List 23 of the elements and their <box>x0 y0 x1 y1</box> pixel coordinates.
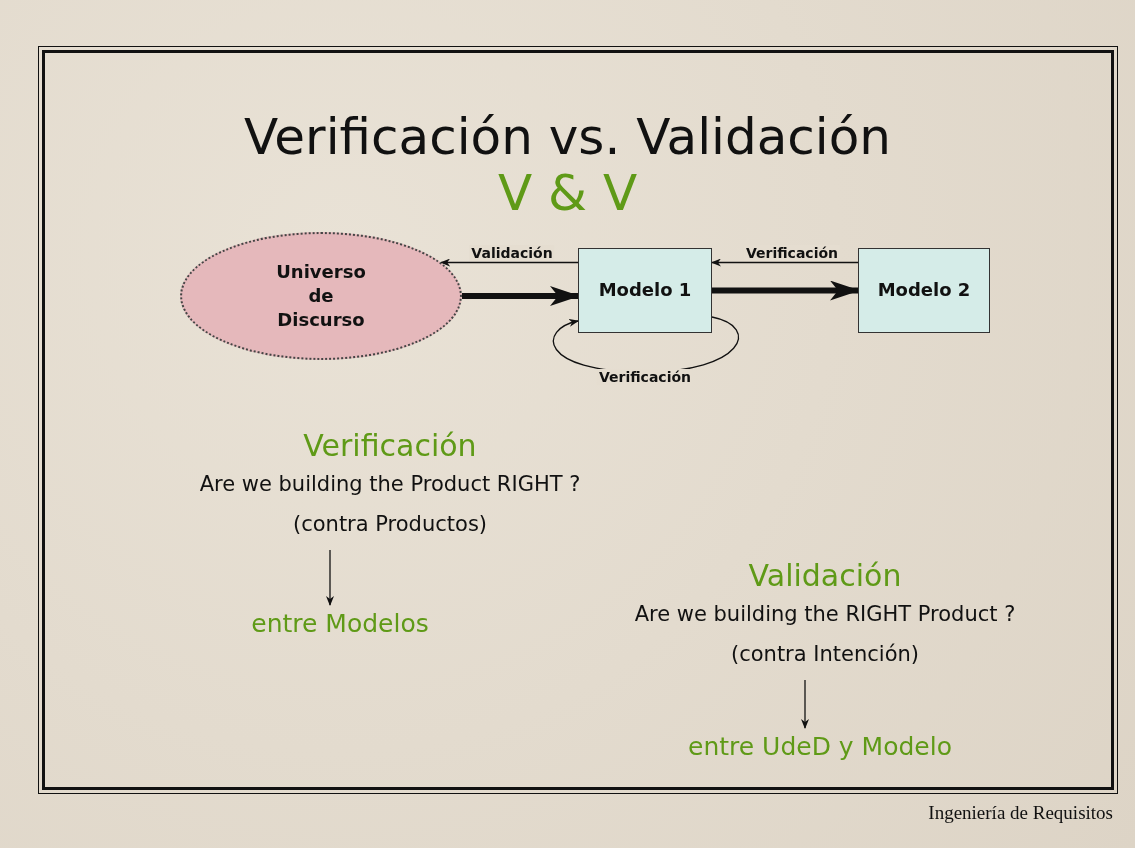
result-text: entre Modelos <box>251 608 429 638</box>
section-heading: Verificación <box>303 426 477 465</box>
arrow <box>440 258 579 267</box>
process-box <box>858 248 990 333</box>
result-text: entre UdeD y Modelo <box>688 731 952 761</box>
arrow <box>326 549 334 606</box>
footer-text: Ingeniería de Requisitos <box>928 802 1113 824</box>
question-text: Are we building the Product RIGHT ? <box>199 470 581 498</box>
question-text: Are we building the RIGHT Product ? <box>634 600 1016 628</box>
section-heading: Validación <box>748 556 902 595</box>
node-label: Modelo 2 <box>877 278 971 303</box>
slide-title: Verificación vs. Validación <box>243 110 892 165</box>
subtitle: V & V <box>496 166 639 221</box>
process-box <box>578 248 712 333</box>
thick-arrow <box>462 286 580 306</box>
note-text: (contra Intención) <box>731 640 919 668</box>
thick-arrow <box>712 280 860 301</box>
node-label: Universo de Discurso <box>275 259 367 333</box>
arrow <box>711 258 859 267</box>
arrow <box>801 679 809 729</box>
note-text: (contra Productos) <box>293 510 487 538</box>
node-label: Modelo 1 <box>598 278 692 303</box>
edge-label: Validación <box>469 245 555 261</box>
